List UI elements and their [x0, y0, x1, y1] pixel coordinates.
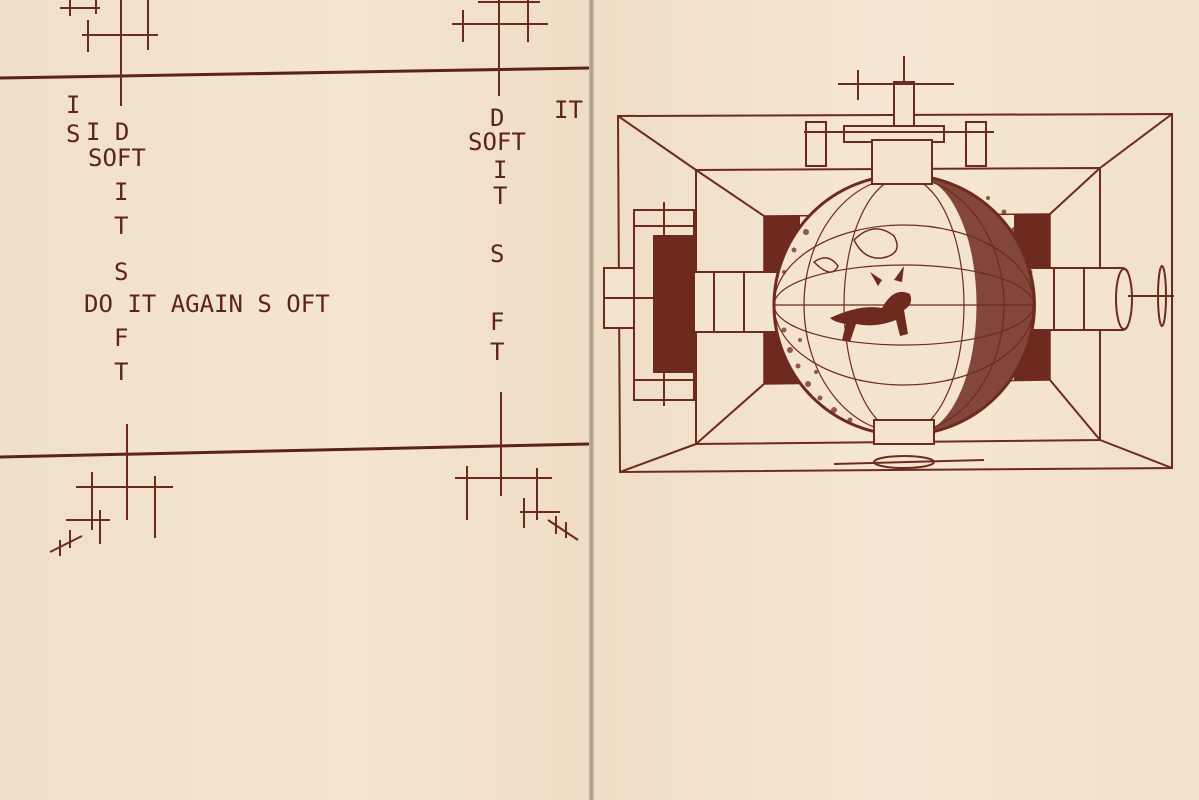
poem-tr-i: I: [493, 156, 507, 184]
crop-marks-top-left: [60, 0, 158, 106]
poem-tl-f: F: [114, 324, 128, 352]
poem-tr-t: T: [493, 182, 507, 210]
poem-tr-soft: SOFT: [468, 128, 526, 156]
crop-marks-top-right: [452, 0, 548, 96]
top-rule-line: [0, 66, 589, 80]
poem-tl-t: T: [114, 212, 128, 240]
poem-tr-t2: T: [490, 338, 504, 366]
poem-tl-s2: S: [114, 258, 128, 286]
globe-machine-drawing: [603, 56, 1174, 474]
poem-tl-i2: I: [114, 178, 128, 206]
left-page: I S I D SOFT I T S F T DO IT AGAIN S OFT…: [0, 0, 589, 800]
bottom-mechanism: [833, 419, 985, 469]
bottom-rule-line: [0, 442, 589, 459]
poem-tr-d: D: [490, 104, 504, 132]
poem-tl-i-d: I D: [86, 118, 129, 146]
crop-marks-bottom-right: [455, 392, 579, 541]
right-page: [594, 0, 1199, 800]
globe: [772, 173, 1037, 437]
poem-tr-s: S: [490, 240, 504, 268]
poem-tl-i: I: [66, 91, 80, 119]
poem-tr-f: F: [490, 308, 504, 336]
left-mechanism: [603, 202, 695, 406]
poem-tl-soft: SOFT: [88, 144, 146, 172]
crop-marks-bottom-left: [49, 424, 173, 556]
left-page-art: I S I D SOFT I T S F T DO IT AGAIN S OFT…: [0, 0, 589, 556]
poem-tr-it: IT: [554, 96, 583, 124]
top-mechanism: [804, 56, 994, 185]
right-propeller: [1128, 265, 1174, 327]
poem-tl-t2: T: [114, 358, 128, 386]
concrete-poem: I S I D SOFT I T S F T DO IT AGAIN S OFT…: [66, 91, 583, 386]
animal-figure: [830, 266, 912, 342]
book-gutter: [589, 0, 594, 800]
poem-main-line: DO IT AGAIN S OFT: [84, 290, 330, 318]
poem-tl-s: S: [66, 120, 80, 148]
